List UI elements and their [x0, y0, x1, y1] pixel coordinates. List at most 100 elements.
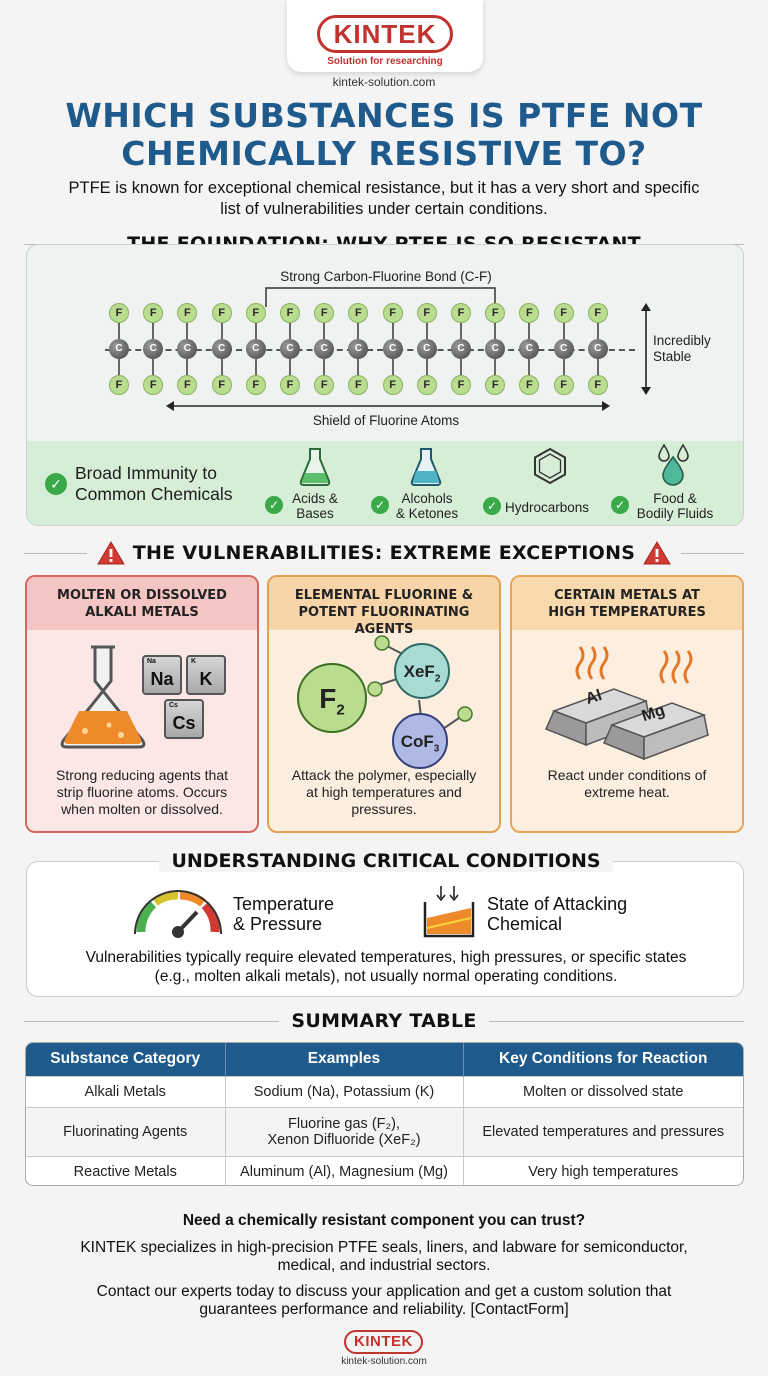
bond-line — [186, 359, 189, 375]
fluorine-atom: F — [553, 375, 574, 395]
immunity-item-acids: Acids & Bases — [292, 491, 338, 521]
fluorine-atom: F — [245, 375, 266, 395]
carbon-atom: C — [314, 339, 335, 359]
table-header: Examples — [225, 1043, 464, 1076]
bond-line — [425, 359, 428, 375]
carbon-atom: C — [382, 339, 403, 359]
vuln-card-hot-metals: CERTAIN METALS AT HIGH TEMPERATURES Al M… — [510, 575, 744, 833]
fluorine-atom: F — [109, 303, 129, 323]
check-icon: ✓ — [371, 496, 389, 514]
table-cell: Sodium (Na), Potassium (K) — [225, 1075, 464, 1107]
fluorine-atom: F — [382, 303, 403, 323]
carbon-atom: C — [143, 339, 164, 359]
summary-heading: SUMMARY TABLE — [24, 1010, 745, 1032]
stability-arrow-icon — [641, 303, 651, 395]
vulnerabilities-heading-text: THE VULNERABILITIES: EXTREME EXCEPTIONS — [132, 542, 636, 564]
bond-line — [596, 323, 599, 339]
bond-line — [562, 323, 565, 339]
element-sodium-tile: Na Na — [142, 655, 182, 695]
warning-icon — [643, 541, 672, 565]
vuln-card-description: Strong reducing agents that strip fluori… — [55, 767, 228, 817]
fluorine-atom: F — [177, 303, 198, 323]
table-cell: Elevated temperatures and pressures — [463, 1106, 743, 1156]
vuln-card-description: React under conditions of extreme heat. — [547, 767, 707, 800]
brand-logo-card[interactable]: KINTEK Solution for researching — [287, 0, 483, 72]
condition-temperature-pressure: Temperature & Pressure — [233, 894, 335, 934]
element-potassium-tile: K K — [186, 655, 226, 695]
cta-question: Need a chemically resistant component yo… — [182, 1212, 586, 1229]
carbon-atom: C — [245, 339, 266, 359]
shield-span-arrow-icon — [166, 401, 610, 411]
divider — [488, 1020, 745, 1022]
bond-line — [391, 359, 394, 375]
divider — [24, 1020, 280, 1022]
warning-icon — [96, 541, 125, 565]
check-icon: ✓ — [611, 496, 629, 514]
table-header: Substance Category — [26, 1043, 226, 1076]
fluorine-atom: F — [587, 375, 608, 395]
fluorine-atom: F — [245, 303, 266, 323]
fluorine-atom: F — [280, 375, 300, 395]
fluorine-atom: F — [553, 303, 574, 323]
bond-line — [460, 323, 462, 339]
carbon-atom: C — [348, 339, 369, 359]
fluorine-atom: F — [519, 303, 540, 323]
bond-line — [494, 323, 497, 339]
carbon-backbone — [105, 349, 635, 351]
conditions-note: Vulnerabilities typically require elevat… — [85, 949, 687, 985]
table-row: Fluorinating Agents Fluorine gas (F₂), X… — [26, 1106, 743, 1156]
table-row: Alkali Metals Sodium (Na), Potassium (K)… — [26, 1075, 743, 1107]
footer-logo[interactable]: KINTEK — [344, 1330, 423, 1354]
fluorine-atom: F — [519, 375, 540, 395]
bond-line — [562, 359, 565, 375]
carbon-atom: C — [109, 339, 129, 359]
bond-bracket-icon — [265, 287, 496, 307]
fluorine-atom: F — [382, 375, 403, 395]
check-icon: ✓ — [45, 473, 67, 495]
footer-url[interactable]: kintek-solution.com — [341, 1356, 427, 1367]
page-subtitle: PTFE is known for exceptional chemical r… — [68, 179, 700, 218]
bond-line — [186, 323, 189, 339]
fluorine-atom: F — [416, 375, 437, 395]
beaker-state-icon — [423, 886, 475, 938]
summary-table-grid: Substance Category Examples Key Conditio… — [26, 1043, 743, 1185]
droplets-icon — [658, 443, 689, 486]
bond-line — [357, 359, 360, 375]
bond-line — [118, 323, 120, 339]
bond-line — [528, 359, 531, 375]
carbon-atom: C — [485, 339, 506, 359]
bond-line — [254, 359, 257, 375]
table-row: Reactive Metals Aluminum (Al), Magnesium… — [26, 1155, 743, 1185]
molecule-f2: F2 — [297, 663, 367, 733]
carbon-atom: C — [177, 339, 198, 359]
table-cell: Very high temperatures — [463, 1155, 743, 1185]
fluorine-atom: F — [485, 375, 506, 395]
cta-paragraph-1: KINTEK specializes in high-precision PTF… — [80, 1239, 688, 1274]
metal-ingots-icon — [544, 688, 709, 761]
fluorine-atom: F — [314, 303, 335, 323]
fluorine-atom: F — [177, 375, 198, 395]
immunity-item-alcohols: Alcohols & Ketones — [395, 491, 459, 521]
bond-line — [289, 323, 291, 339]
site-url[interactable]: kintek-solution.com — [332, 75, 436, 89]
bond-line — [152, 323, 155, 339]
vuln-card-alkali-metals: MOLTEN OR DISSOLVED ALKALI METALS Na Na … — [25, 575, 259, 833]
gauge-icon — [134, 890, 222, 938]
benzene-ring-icon — [534, 447, 566, 485]
page-title: WHICH SUBSTANCES IS PTFE NOT CHEMICALLY … — [20, 97, 748, 173]
fluorine-atom: F — [211, 375, 232, 395]
carbon-atom: C — [451, 339, 471, 359]
bond-line — [357, 323, 360, 339]
table-header: Key Conditions for Reaction — [463, 1043, 743, 1076]
immunity-band: ✓ Broad Immunity to Common Chemicals ✓ A… — [27, 441, 743, 525]
fluorine-atom: F — [451, 303, 471, 323]
flask-green-icon — [299, 448, 331, 486]
fluorine-atom: F — [143, 303, 164, 323]
cta-paragraph-2[interactable]: Contact our experts today to discuss you… — [96, 1283, 672, 1318]
condition-chemical-state: State of Attacking Chemical — [487, 894, 628, 934]
bond-line — [220, 323, 223, 339]
bond-line — [220, 359, 223, 375]
bond-line — [152, 359, 155, 375]
table-cell: Aluminum (Al), Magnesium (Mg) — [225, 1155, 464, 1185]
